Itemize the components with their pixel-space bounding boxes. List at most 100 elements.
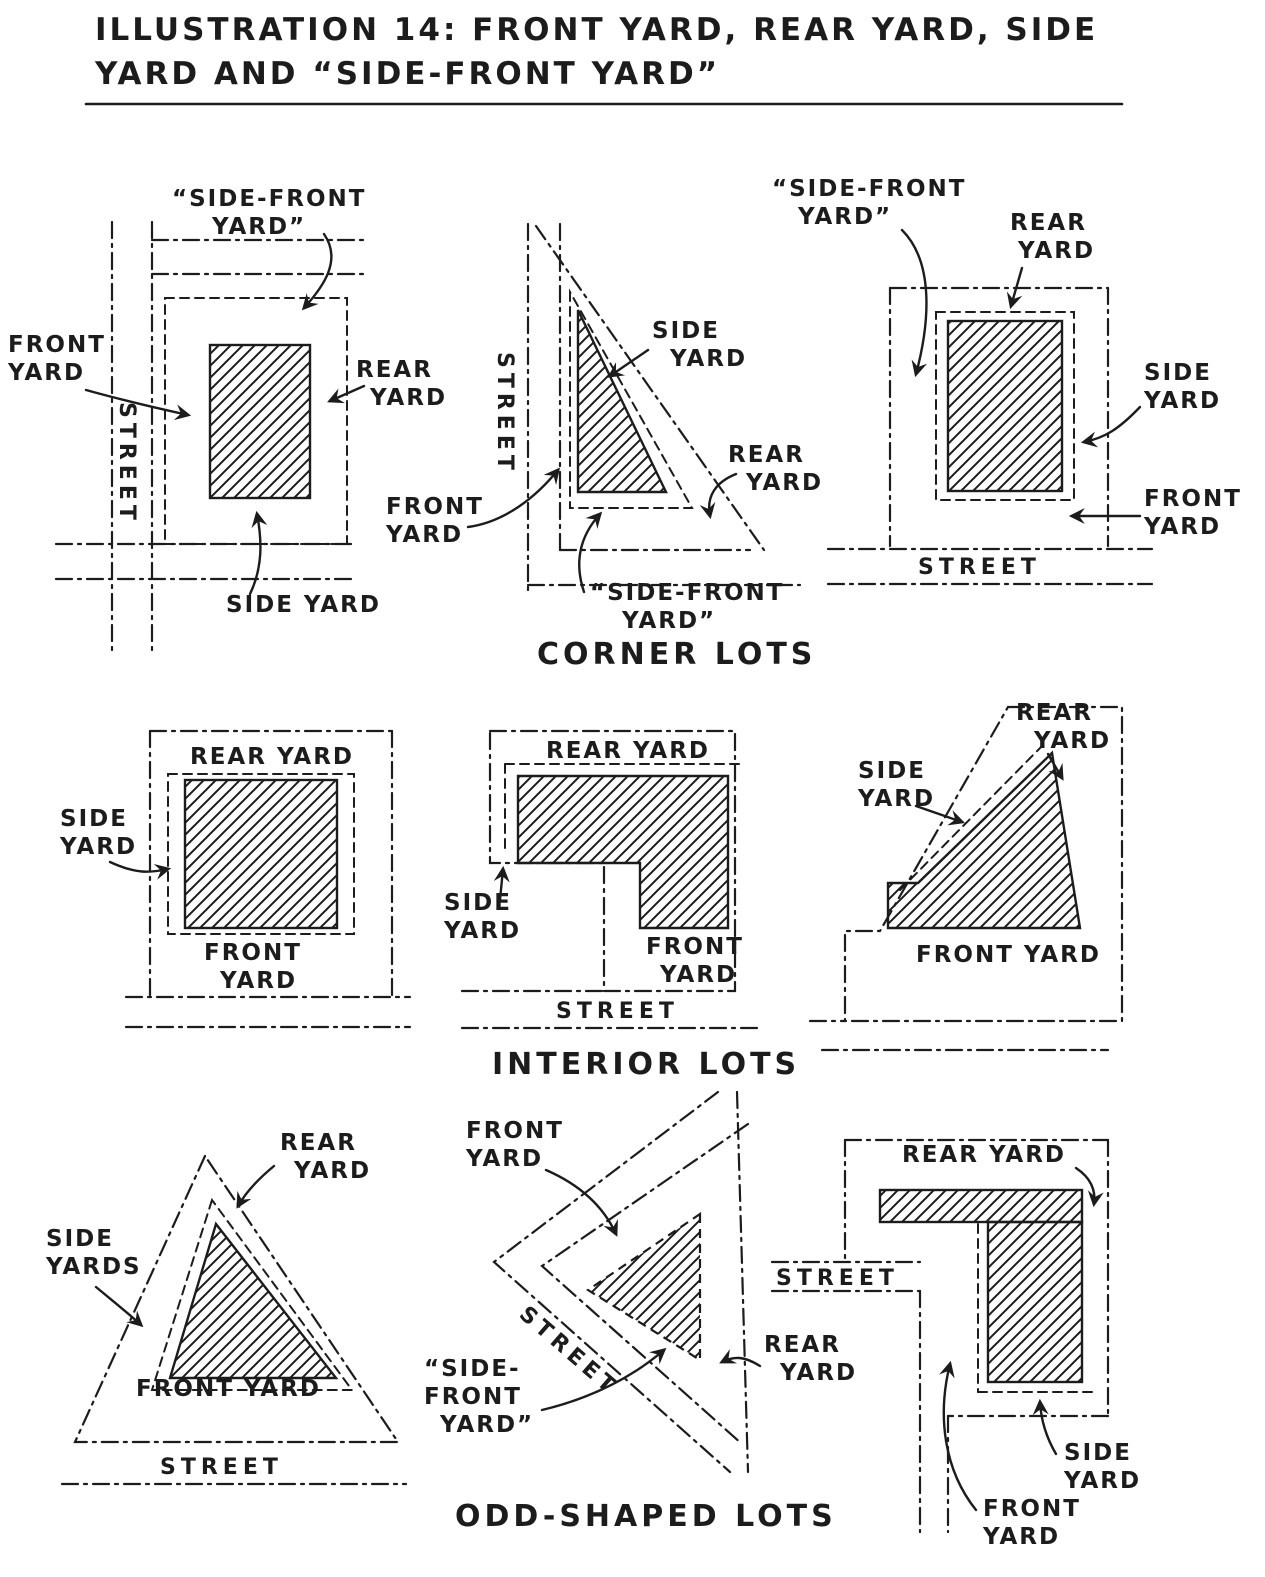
side-yard-label-line2: YARD	[669, 346, 747, 372]
side-yard-arrow	[914, 804, 966, 826]
diagram-corner-lot-3: “SIDE-FRONT YARD” REAR YARD SIDE YARD FR…	[772, 176, 1242, 586]
lot-line	[488, 729, 737, 993]
rear-yard-label-line1: REAR	[728, 442, 805, 468]
street-line	[540, 1122, 750, 1446]
building-hatched	[168, 1221, 339, 1380]
front-yard-label-line2: YARD	[1143, 514, 1221, 540]
side-yard-label-line2: YARD	[59, 834, 137, 860]
front-yard-label-line2: YARD	[385, 522, 463, 548]
side-front-yard-label-line2: YARD”	[797, 204, 892, 230]
setback-line	[164, 297, 348, 545]
rear-yard-label-line2: YARD	[1017, 238, 1095, 264]
building-hatched	[946, 319, 1064, 493]
title-line2: YARD AND “SIDE-FRONT YARD”	[94, 56, 720, 92]
front-yard-label-line1: FRONT	[466, 1118, 564, 1144]
diagram-interior-lot-1: REAR YARD SIDE YARD FRONT YARD	[59, 729, 412, 1029]
front-yard-label-line2: YARD	[7, 360, 85, 386]
building-hatched	[208, 343, 312, 500]
rear-yard-label-line2: YARD	[1033, 728, 1111, 754]
setback-line	[167, 773, 355, 935]
building-hatched	[183, 778, 339, 930]
front-yard-label: FRONT YARD	[136, 1376, 321, 1402]
side-yard-label-line1: SIDE	[444, 890, 512, 916]
front-yard-label-line1: FRONT	[204, 940, 302, 966]
front-yard-arrow	[466, 467, 561, 529]
side-yard-label-line1: SIDE	[1064, 1440, 1132, 1466]
front-yard-label-line1: FRONT	[983, 1496, 1081, 1522]
side-yards-arrow	[94, 1285, 144, 1328]
side-yard-arrow	[248, 510, 268, 596]
rear-yard-label-line1: REAR	[1016, 700, 1093, 726]
building-hatched	[585, 1211, 702, 1362]
diagram-corner-lot-2: STREET SIDE YARD FRONT YARD REAR YARD “S…	[385, 222, 823, 634]
front-yard-arrow	[544, 1168, 618, 1237]
rear-yard-arrow	[1046, 752, 1064, 781]
side-front-yard-label-line3: YARD”	[439, 1412, 534, 1438]
diagram-interior-lot-3: REAR YARD SIDE YARD FRONT YARD	[808, 700, 1124, 1052]
front-yard-label-line2: YARD	[982, 1524, 1060, 1550]
side-front-yard-label-line2: YARD”	[621, 608, 716, 634]
setback-line	[569, 288, 694, 509]
rear-yard-label-line2: YARD	[293, 1158, 371, 1184]
side-yards-label-line2: YARDS	[45, 1254, 142, 1280]
setback-line	[150, 1197, 354, 1391]
caption-interior-lots: INTERIOR LOTS	[492, 1047, 800, 1082]
side-yard-label-line2: YARD	[1143, 388, 1221, 414]
diagram-odd-lot-3: REAR YARD STREET SIDE YARD FRONT YARD	[770, 1138, 1141, 1550]
rear-yard-label: REAR YARD	[190, 744, 354, 770]
rear-yard-label-line1: REAR	[764, 1332, 841, 1358]
rear-yard-arrow	[1074, 1166, 1104, 1208]
caption-odd-shaped-lots: ODD-SHAPED LOTS	[455, 1499, 837, 1534]
building-hatched	[576, 309, 668, 494]
side-yard-label-line2: YARD	[1063, 1468, 1141, 1494]
front-yard-label: FRONT YARD	[916, 942, 1101, 968]
diagonal-street-line	[534, 224, 766, 552]
side-yards-label-line1: SIDE	[46, 1226, 114, 1252]
side-yard-label: SIDE YARD	[226, 592, 381, 618]
side-yard-arrow	[493, 865, 510, 902]
front-yard-label-line2: YARD	[219, 968, 297, 994]
side-yard-arrow	[1080, 405, 1142, 448]
side-front-yard-label-line1: “SIDE-FRONT	[772, 176, 967, 202]
side-yard-label-line1: SIDE	[60, 806, 128, 832]
side-front-yard-arrow	[540, 1347, 667, 1412]
rear-yard-arrow	[327, 384, 366, 404]
side-front-yard-arrow	[301, 232, 333, 311]
side-yard-label-line1: SIDE	[652, 318, 720, 344]
rear-yard-arrow	[236, 1164, 276, 1209]
street-label: STREET	[492, 352, 517, 475]
rear-yard-arrow	[719, 1349, 762, 1368]
side-yard-arrow	[1032, 1398, 1058, 1456]
lot-line	[735, 1090, 750, 1474]
front-yard-label-line2: YARD	[465, 1146, 543, 1172]
building-hatched	[516, 774, 730, 930]
rear-yard-label-line1: REAR	[280, 1130, 357, 1156]
street-label: STREET	[160, 1455, 283, 1480]
street-label: STREET	[114, 402, 139, 525]
building-hatched	[886, 750, 1082, 930]
side-yard-label-line1: SIDE	[1144, 360, 1212, 386]
diagram-interior-lot-2: REAR YARD SIDE YARD FRONT YARD STREET	[443, 729, 764, 1030]
rear-yard-label-line1: REAR	[1010, 210, 1087, 236]
front-yard-label-line2: YARD	[659, 962, 737, 988]
setback-line	[935, 311, 1075, 501]
rear-yard-arrow	[699, 472, 738, 520]
rear-yard-label-line1: REAR	[356, 357, 433, 383]
side-yard-arrow	[108, 860, 172, 880]
building-hatched	[986, 1220, 1084, 1384]
front-yard-label-line1: FRONT	[1144, 486, 1242, 512]
rear-yard-label-line2: YARD	[369, 385, 447, 411]
caption-corner-lots: CORNER LOTS	[537, 637, 816, 672]
rear-yard-label: REAR YARD	[902, 1142, 1066, 1168]
setback-line	[899, 743, 1045, 891]
street-label: STREET	[918, 555, 1041, 580]
front-yard-label-line1: FRONT	[8, 332, 106, 358]
building-hatched	[878, 1188, 1084, 1224]
title-line1: ILLUSTRATION 14: FRONT YARD, REAR YARD, …	[95, 12, 1098, 48]
side-yard-arrow	[607, 348, 650, 378]
lot-line	[73, 1153, 401, 1444]
rear-yard-label-line2: YARD	[745, 470, 823, 496]
front-yard-label-line1: FRONT	[646, 934, 744, 960]
